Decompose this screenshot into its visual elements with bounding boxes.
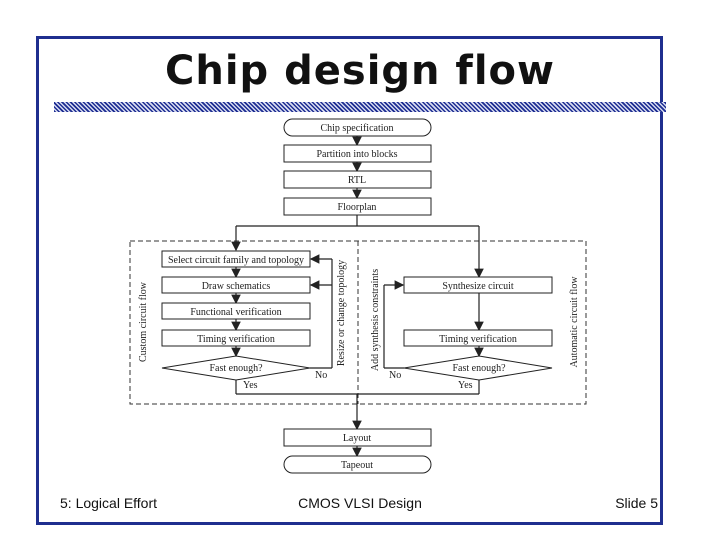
yes-right-label: Yes	[458, 380, 473, 391]
timing-verification-left-label: Timing verification	[197, 334, 275, 345]
timing-verification-right-node	[403, 329, 553, 347]
slide-title: Chip design flow	[165, 48, 555, 94]
chip-specification-label: Chip specification	[320, 123, 393, 134]
draw-schematics-label: Draw schematics	[202, 281, 271, 292]
partition-label: Partition into blocks	[316, 149, 397, 160]
no-right-label: No	[389, 370, 401, 381]
tapeout-label: Tapeout	[341, 460, 373, 471]
constraints-label: Add synthesis constraints	[370, 269, 381, 371]
footer-right: Slide 5	[615, 495, 658, 511]
fast-enough-right-label: Fast enough?	[452, 363, 506, 374]
rtl-label: RTL	[348, 175, 366, 186]
layout-label: Layout	[343, 433, 372, 444]
select-circuit-label: Select circuit family and topology	[168, 255, 304, 266]
footer-left: 5: Logical Effort	[60, 495, 158, 511]
tapeout-node	[283, 455, 432, 474]
custom-flow-label: Custom circuit flow	[138, 281, 149, 362]
title-divider	[54, 102, 666, 112]
resize-label: Resize or change topology	[336, 260, 347, 366]
fast-enough-right-decision	[403, 355, 553, 381]
footer-center: CMOS VLSI Design	[298, 495, 422, 511]
fast-enough-left-label: Fast enough?	[209, 363, 263, 374]
synthesize-circuit-label: Synthesize circuit	[442, 281, 514, 292]
slide-frame	[36, 36, 663, 525]
yes-left-label: Yes	[243, 380, 258, 391]
functional-verification-label: Functional verification	[190, 307, 281, 318]
floorplan-label: Floorplan	[338, 202, 377, 213]
automatic-flow-label: Automatic circuit flow	[569, 276, 580, 368]
timing-verification-right-label: Timing verification	[439, 334, 517, 345]
no-left-label: No	[315, 370, 327, 381]
